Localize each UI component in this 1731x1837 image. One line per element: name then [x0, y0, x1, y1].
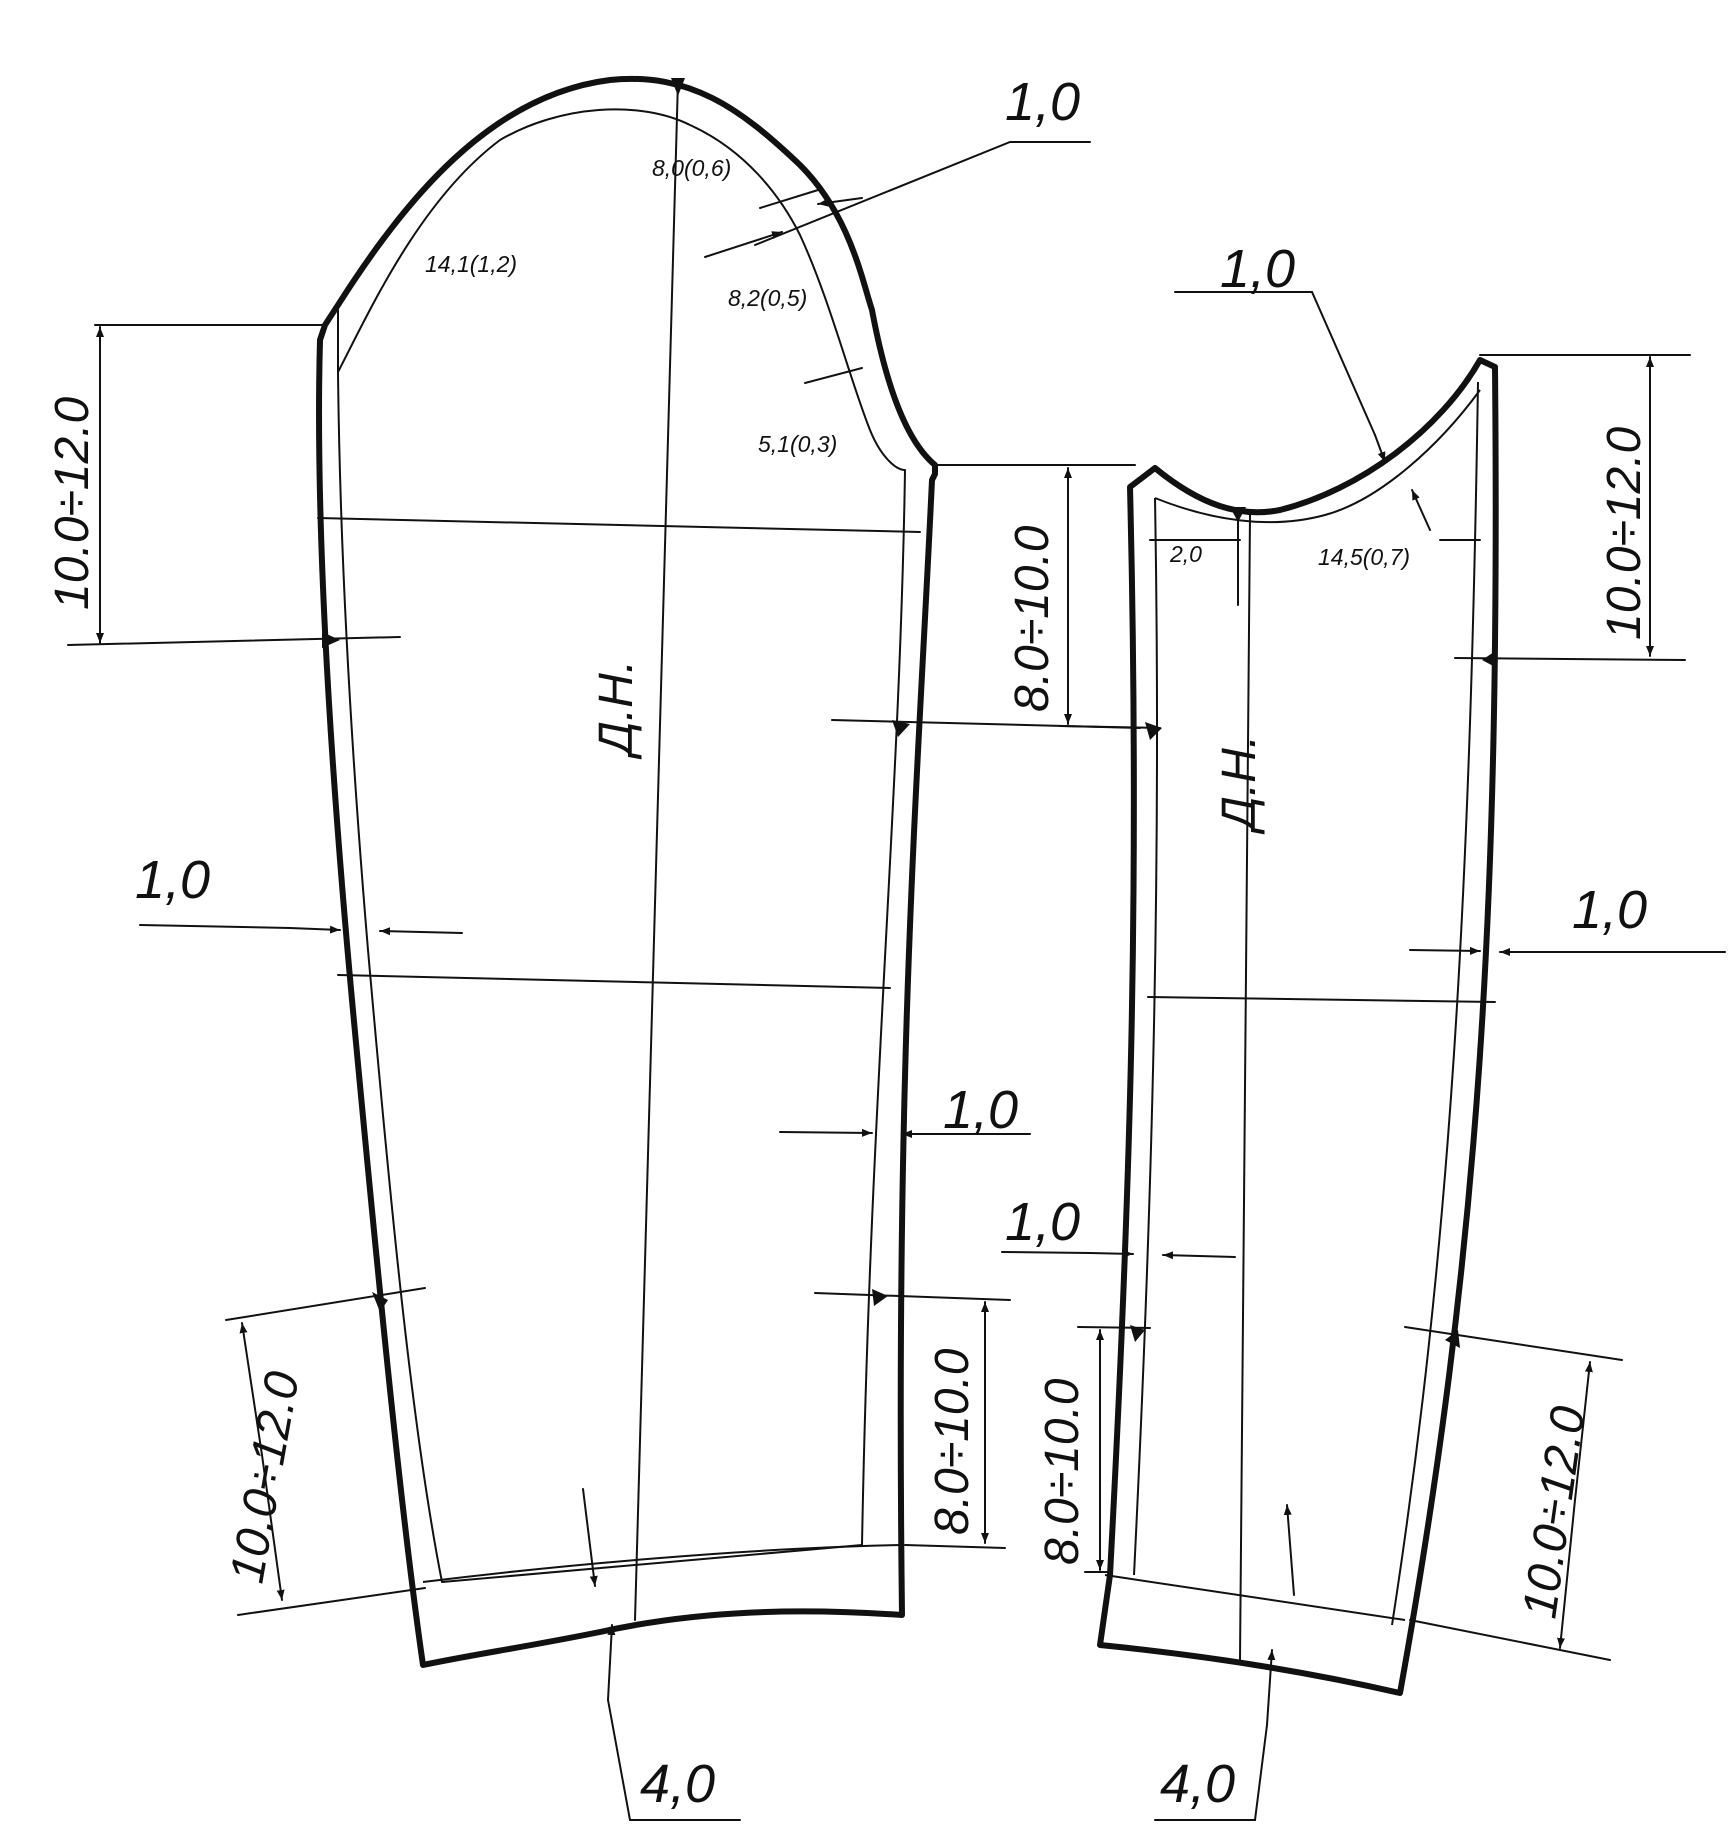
cap-label-2: 14,1(1,2): [425, 251, 517, 277]
notch-bottom-right: [872, 1289, 888, 1306]
under-left-allow-arrow-a: [1089, 1249, 1134, 1258]
notch-top-right: [1482, 650, 1497, 668]
cap-label-4: 5,1(0,3): [758, 431, 837, 457]
notch-under-bottom-left: [1130, 1325, 1145, 1342]
notch-right-elbow: [892, 720, 910, 737]
cap-tick-1: [759, 189, 819, 209]
left-allow-arrow-a: [289, 925, 341, 934]
dim-br-ext-bottom: [904, 1544, 1006, 1549]
left-allow-arrow-b: [379, 927, 463, 936]
range-under-bottom-left: 8.0÷10.0: [1036, 1378, 1089, 1565]
under-sleeve-hem-line: [1104, 1574, 1406, 1621]
under-sleeve-grain-line: [1239, 514, 1251, 1661]
under-right-allow-arrow-a: [1409, 946, 1481, 955]
upper-sleeve-grain-line: [634, 79, 679, 1621]
range-under-bottom-right: 10.0÷12.0: [1513, 1403, 1595, 1622]
dim-br2-arrow-down: [1557, 1499, 1576, 1649]
range-bottom-left: 10.0÷12.0: [221, 1367, 310, 1586]
hem-leader-left: [607, 1699, 741, 1821]
dim-bl2-ext-top: [1077, 1326, 1151, 1329]
cap-allowance-arrow-in: [817, 197, 863, 207]
dim-br2-ext-top: [1404, 1326, 1623, 1361]
range-top-left: 10.0÷12.0: [46, 397, 99, 610]
cap-label-1: 8,0(0,6): [652, 155, 731, 181]
under-cap-allow-leader: [1174, 291, 1376, 436]
upper-sleeve-grain-label: Д.Н.: [590, 660, 643, 760]
upper-sleeve-stitch-line: [337, 108, 906, 1583]
dim-br-ext-top: [814, 1292, 1011, 1301]
under-left-allowance-value: 1,0: [1005, 1192, 1080, 1252]
hem-arrow-up-left: [582, 1488, 598, 1587]
notch-bottom-left: [372, 1292, 388, 1312]
upper-sleeve-hem-line: [422, 1544, 903, 1583]
upper-sleeve-piece: Д.Н. 8,0(0,6) 14,1(1,2) 8,2(0,5) 5,1(0,3…: [46, 72, 1141, 1821]
dim-bl-ext-top: [225, 1287, 426, 1321]
notch-under-bottom-right: [1445, 1330, 1460, 1348]
under-hem-leader: [1154, 1724, 1268, 1821]
cap-allowance-leader: [754, 141, 1091, 246]
upper-sleeve-elbow-line: [337, 974, 891, 989]
upper-sleeve-cut-line: [316, 75, 938, 1668]
upper-sleeve-biceps-line: [317, 517, 921, 533]
upper-cap-allowance-value: 1,0: [1005, 72, 1080, 132]
cap-label-3: 8,2(0,5): [728, 285, 807, 311]
cap-allowance-arrow-out: [704, 231, 783, 258]
mid-dim-ext-bottom: [1059, 725, 1161, 729]
under-right-allowance-value: 1,0: [1572, 880, 1647, 940]
under-sleeve-stitch-line: [1133, 381, 1481, 1626]
hem-arrow-down-left: [607, 1624, 616, 1701]
under-sleeve-cut-line: [1097, 357, 1499, 1696]
upper-left-allowance-value: 1,0: [135, 850, 210, 910]
notch-under-elbow: [1145, 722, 1162, 740]
under-hem-arrow-up: [1283, 1504, 1295, 1596]
dim-bl-arrow-up: [239, 1322, 263, 1456]
under-cap-allowance-value: 1,0: [1220, 239, 1295, 299]
dim-br2-arrow-up: [1574, 1361, 1593, 1501]
grain-top-arrowhead: [671, 78, 685, 96]
dim-br2-ext-bottom: [1409, 1619, 1611, 1661]
under-hem-arrow-down: [1266, 1649, 1276, 1726]
notch-top-left: [322, 632, 340, 648]
under-cap-label-1: 2,0: [1169, 541, 1202, 567]
under-cap-label-2: 14,5(0,7): [1318, 544, 1410, 570]
upper-right-allowance-value: 1,0: [943, 1080, 1018, 1140]
dim-bl-arrow-down: [261, 1454, 285, 1601]
under-cap-allow-arrow-b: [1411, 489, 1431, 531]
under-cap-notch: [1230, 507, 1246, 522]
under-left-allow-arrow-b: [1162, 1251, 1236, 1260]
range-bottom-right: 8.0÷10.0: [926, 1348, 979, 1535]
right-allow-arrow-a: [779, 1128, 873, 1137]
dim-tl-ext-bottom: [67, 636, 401, 646]
under-sleeve-piece: Д.Н. 2,0 14,5(0,7) 1,0 10.0÷12.0 1,0 1,0: [934, 239, 1726, 1821]
left-allow-leader: [139, 924, 291, 929]
under-sleeve-elbow-line: [1147, 996, 1496, 1003]
under-left-allow-leader: [1001, 1251, 1091, 1254]
range-top-right: 10.0÷12.0: [1598, 427, 1651, 640]
upper-hem-value: 4,0: [640, 1754, 715, 1814]
under-cap-allow-arrow-a: [1374, 434, 1386, 463]
under-hem-value: 4,0: [1160, 1754, 1235, 1814]
range-elbow: 8.0÷10.0: [1006, 525, 1059, 712]
under-sleeve-grain-label: Д.Н.: [1213, 735, 1266, 835]
cap-tick-2: [804, 367, 863, 384]
dim-bl-ext-bottom: [237, 1587, 426, 1616]
